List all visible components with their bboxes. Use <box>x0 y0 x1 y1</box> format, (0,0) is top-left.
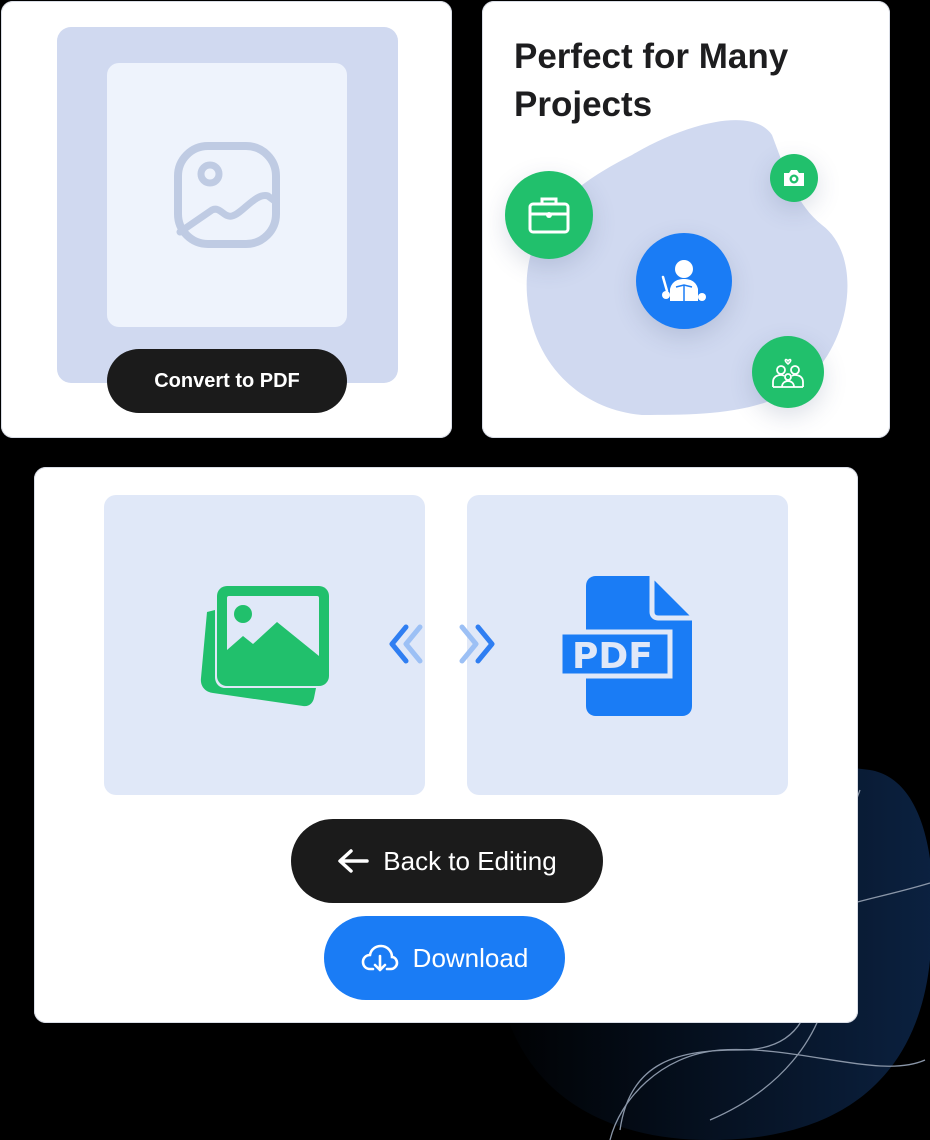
download-button-label: Download <box>412 942 529 973</box>
teacher-badge <box>636 233 732 329</box>
camera-icon <box>784 170 804 186</box>
target-pdf-panel: PDF <box>467 495 788 795</box>
convert-to-pdf-button[interactable]: Convert to PDF <box>107 349 347 413</box>
camera-badge <box>770 154 818 202</box>
double-chevron-icon <box>389 624 495 664</box>
download-button[interactable]: Download <box>324 916 565 1000</box>
projects-card: Perfect for Many Projects <box>482 1 890 438</box>
image-stack-icon <box>200 586 329 707</box>
svg-text:PDF: PDF <box>572 636 653 677</box>
source-image-panel <box>104 495 425 795</box>
family-badge <box>752 336 824 408</box>
cloud-download-icon <box>361 944 399 972</box>
result-card: PDF Back to Editing Download <box>34 467 858 1023</box>
briefcase-icon <box>528 197 570 234</box>
pdf-file-icon: PDF <box>557 576 692 716</box>
arrow-left-icon <box>337 849 370 873</box>
briefcase-badge <box>505 171 593 259</box>
back-button-label: Back to Editing <box>383 845 557 876</box>
family-icon <box>772 358 804 388</box>
image-preview-area[interactable] <box>107 63 347 327</box>
back-to-editing-button[interactable]: Back to Editing <box>291 819 603 903</box>
convert-card: Convert to PDF <box>1 1 452 438</box>
convert-button-label: Convert to PDF <box>154 369 300 392</box>
teacher-icon <box>661 260 706 301</box>
image-placeholder-icon <box>174 142 280 248</box>
projects-title: Perfect for Many Projects <box>514 37 789 124</box>
